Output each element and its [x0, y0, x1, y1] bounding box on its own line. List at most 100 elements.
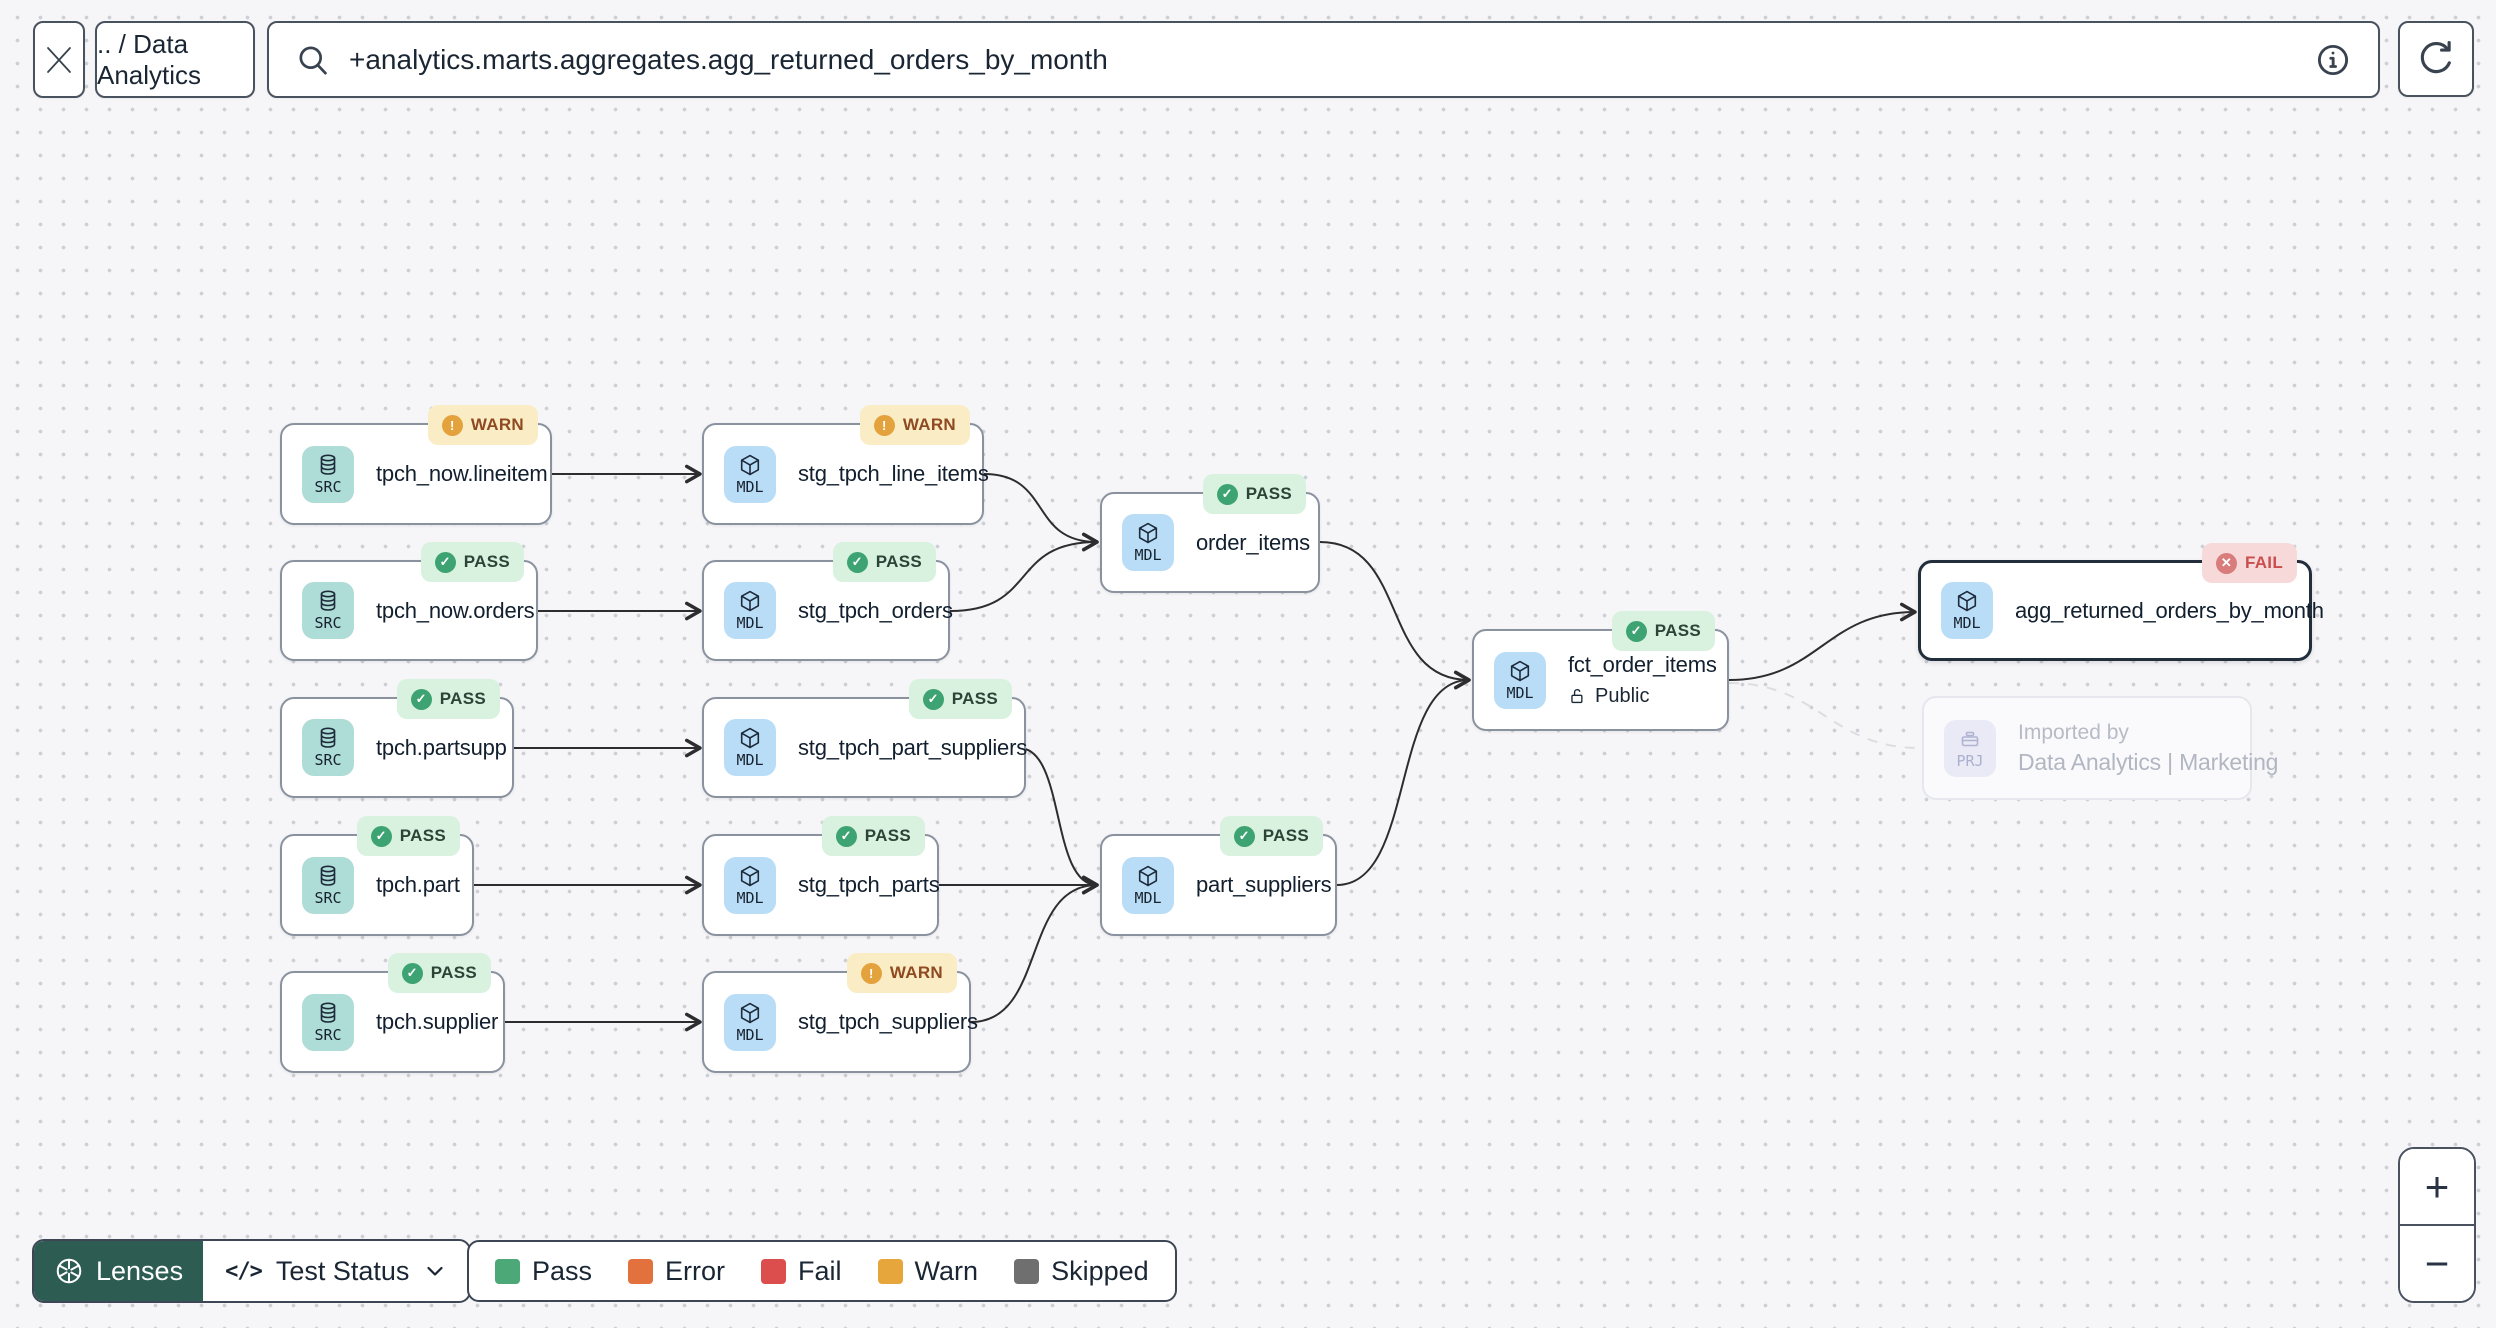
- node-labels: tpch_now.orders: [376, 597, 535, 624]
- warn-status-icon: !: [441, 414, 463, 436]
- node-labels: stg_tpch_orders: [798, 598, 953, 624]
- node-labels: tpch.partsupp: [376, 735, 507, 761]
- warn-status-icon: !: [873, 414, 895, 436]
- node-label: Data Analytics | Marketing: [2018, 748, 2279, 775]
- lock-open-icon: [1568, 687, 1587, 706]
- refresh-button[interactable]: [2398, 21, 2474, 97]
- node-stg_tpch_parts[interactable]: ✓PASS MDL stg_tpch_parts: [702, 816, 940, 936]
- node-label: fct_order_items: [1568, 652, 1717, 677]
- node-labels: stg_tpch_suppliers: [798, 1009, 978, 1035]
- mdl-icon: MDL: [1941, 582, 1993, 639]
- node-label: tpch_now.orders: [376, 597, 535, 623]
- refresh-icon: [2420, 40, 2451, 74]
- breadcrumb-label: .. / Data Analytics: [97, 28, 202, 90]
- close-button[interactable]: [33, 21, 85, 98]
- pass-status-icon: ✓: [434, 551, 456, 573]
- status-badge-pass: ✓PASS: [1611, 611, 1715, 651]
- lens-selected-label: Test Status: [275, 1255, 410, 1286]
- node-stg_tpch_orders[interactable]: ✓PASS MDL stg_tpch_orders: [702, 542, 953, 661]
- edge: [1319, 541, 1471, 690]
- status-badge-pass: ✓PASS: [832, 542, 936, 582]
- node-label: order_items: [1196, 529, 1310, 555]
- pass-status-icon: ✓: [1233, 825, 1255, 847]
- search-input[interactable]: [349, 43, 2296, 76]
- node-labels: stg_tpch_part_suppliers: [798, 735, 1027, 761]
- chevron-down-icon: [423, 1259, 447, 1283]
- node-label: tpch.partsupp: [376, 734, 507, 760]
- mdl-icon: MDL: [1494, 651, 1546, 709]
- status-badge-warn: !WARN: [846, 953, 957, 993]
- node-labels: stg_tpch_line_items: [798, 461, 989, 487]
- lenses-button[interactable]: Lenses: [34, 1241, 204, 1301]
- node-stg_tpch_suppliers[interactable]: !WARN MDL stg_tpch_suppliers: [702, 953, 978, 1073]
- mdl-icon: MDL: [724, 993, 776, 1051]
- node-label: stg_tpch_orders: [798, 597, 953, 623]
- node-labels: tpch.part: [376, 872, 460, 898]
- node-label: part_suppliers: [1196, 872, 1332, 897]
- status-badge-pass: ✓PASS: [821, 816, 925, 856]
- status-badge-pass: ✓PASS: [420, 542, 524, 582]
- node-labels: tpch_now.lineitem: [376, 461, 548, 487]
- node-stg_tpch_part_suppliers[interactable]: ✓PASS MDL stg_tpch_part_suppliers: [702, 679, 1027, 798]
- node-stg_tpch_line_items[interactable]: !WARN MDL stg_tpch_line_items: [702, 405, 989, 525]
- warn-status-icon: !: [860, 962, 882, 984]
- mdl-icon: MDL: [724, 582, 776, 639]
- pass-status-icon: ✓: [401, 962, 423, 984]
- status-badge-pass: ✓PASS: [908, 679, 1012, 719]
- node-labels: stg_tpch_parts: [798, 872, 940, 898]
- mdl-icon: MDL: [724, 856, 776, 914]
- node-label: stg_tpch_part_suppliers: [798, 734, 1027, 760]
- lens-selector-dropdown[interactable]: </> Test Status: [203, 1241, 469, 1301]
- legend-swatch: [761, 1258, 787, 1284]
- prj-icon: PRJ: [1944, 719, 1996, 777]
- access-row: Public: [1568, 685, 1717, 708]
- status-badge-pass: ✓PASS: [396, 679, 500, 719]
- legend-item-warn: Warn: [877, 1256, 978, 1287]
- legend-swatch: [628, 1258, 654, 1284]
- legend-item-pass: Pass: [495, 1256, 592, 1287]
- legend-swatch: [1014, 1258, 1040, 1284]
- node-label: tpch_now.lineitem: [376, 461, 548, 486]
- node-labels: tpch.supplier: [376, 1009, 498, 1035]
- edge: [983, 473, 1099, 552]
- edge: [970, 875, 1099, 1023]
- legend-swatch: [877, 1258, 903, 1284]
- lens-control: Lenses </> Test Status: [32, 1239, 472, 1303]
- node-label: stg_tpch_parts: [798, 872, 940, 897]
- pass-status-icon: ✓: [835, 825, 857, 847]
- zoom-in-button[interactable]: +: [2400, 1149, 2474, 1224]
- pass-status-icon: ✓: [922, 688, 944, 710]
- search-box[interactable]: [267, 21, 2380, 98]
- pass-status-icon: ✓: [1625, 620, 1647, 642]
- edge-dashed: [1728, 682, 1921, 749]
- node-labels: part_suppliers: [1196, 872, 1332, 898]
- mdl-icon: MDL: [724, 445, 776, 503]
- node-label: stg_tpch_line_items: [798, 461, 989, 486]
- pass-status-icon: ✓: [370, 825, 392, 847]
- zoom-out-button[interactable]: −: [2400, 1224, 2474, 1301]
- breadcrumb[interactable]: .. / Data Analytics: [95, 21, 255, 98]
- info-icon[interactable]: [2314, 41, 2352, 79]
- status-badge-pass: ✓PASS: [1219, 816, 1323, 856]
- mdl-icon: MDL: [724, 719, 776, 776]
- pass-status-icon: ✓: [1216, 483, 1238, 505]
- fail-status-icon: ✕: [2215, 552, 2237, 574]
- edge: [1336, 670, 1471, 886]
- status-badge-fail: ✕FAIL: [2201, 543, 2297, 583]
- status-badge-warn: !WARN: [859, 405, 970, 445]
